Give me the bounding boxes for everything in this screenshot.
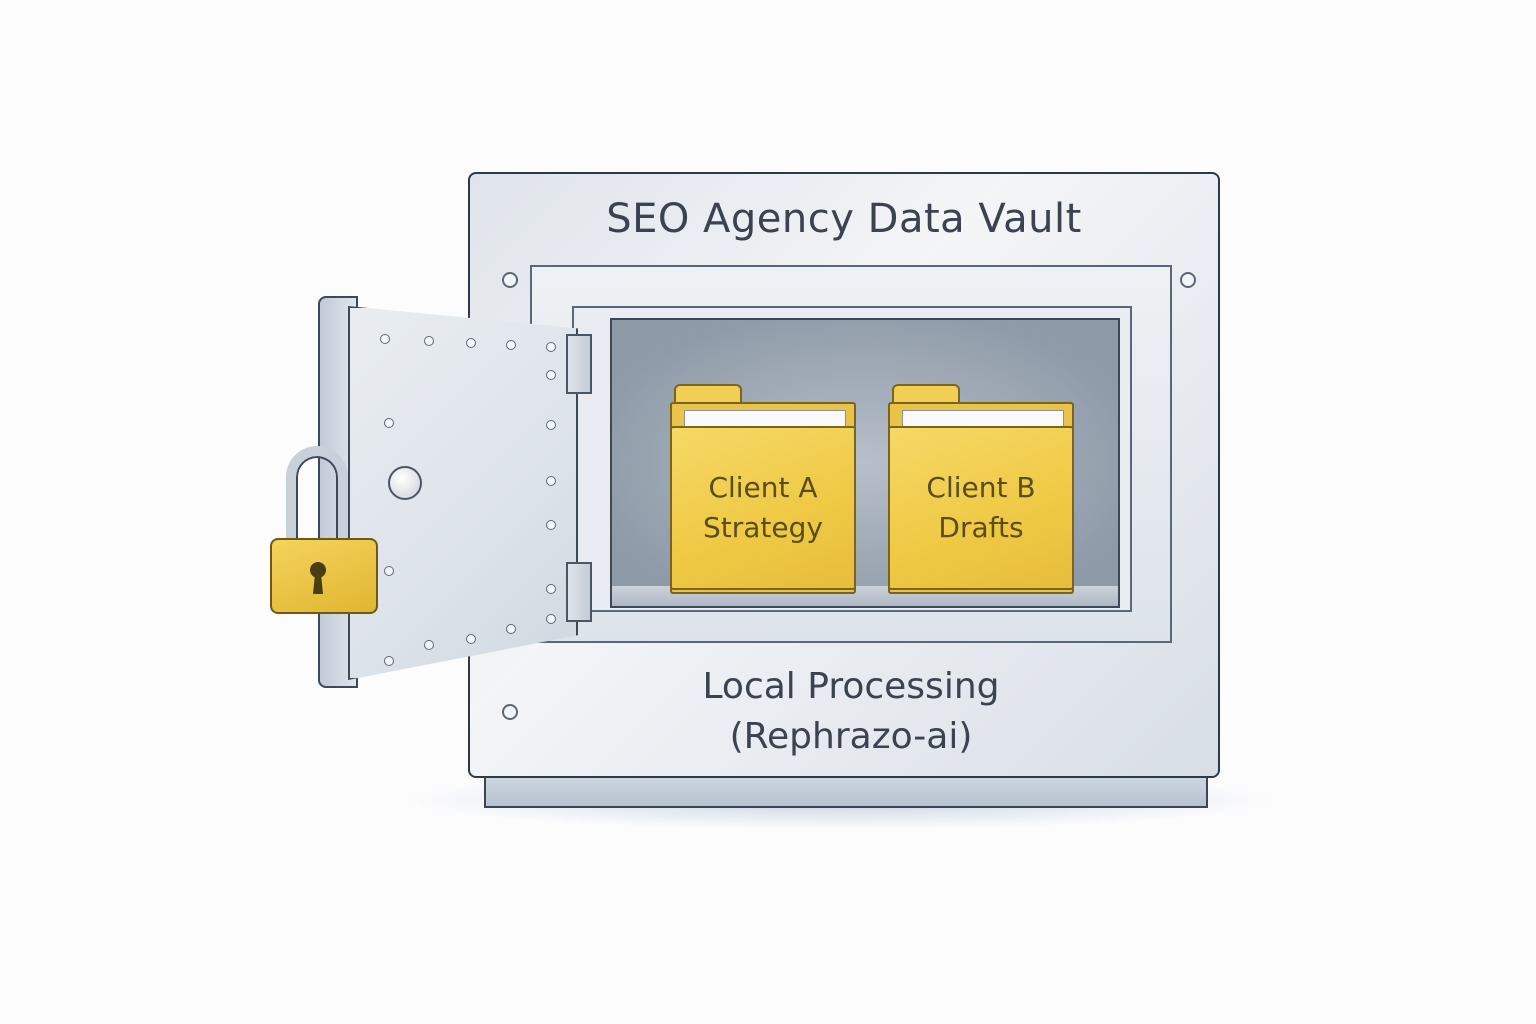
folder-label: Client B xyxy=(926,471,1036,504)
folder-label: Strategy xyxy=(703,511,823,544)
folder-client-b[interactable]: Client B Drafts xyxy=(888,384,1074,594)
padlock-icon[interactable] xyxy=(270,538,378,614)
rivet-icon xyxy=(466,634,476,644)
folder-client-a[interactable]: Client A Strategy xyxy=(670,384,856,594)
rivet-icon xyxy=(546,420,556,430)
rivet-icon xyxy=(384,656,394,666)
hinge-top xyxy=(566,334,592,394)
rivet-icon xyxy=(380,334,390,344)
rivet-icon xyxy=(546,370,556,380)
bolt-icon xyxy=(1180,272,1196,288)
footer-line-1: Local Processing xyxy=(702,666,1000,707)
bolt-icon xyxy=(502,704,518,720)
keyhole-icon xyxy=(310,562,326,578)
folder-label: Client A xyxy=(708,471,818,504)
hinge-bottom xyxy=(566,562,592,622)
vault-footer: Local Processing (Rephrazo-ai) xyxy=(530,662,1172,762)
rivet-icon xyxy=(424,640,434,650)
folder-front: Client B Drafts xyxy=(888,426,1074,590)
rivet-icon xyxy=(384,566,394,576)
folder-front: Client A Strategy xyxy=(670,426,856,590)
keyhole-slot xyxy=(313,574,323,594)
rivet-icon xyxy=(384,418,394,428)
knob-icon[interactable] xyxy=(388,466,422,500)
rivet-icon xyxy=(466,338,476,348)
footer-line-2: (Rephrazo-ai) xyxy=(729,716,973,757)
rivet-icon xyxy=(546,584,556,594)
folder-label: Drafts xyxy=(938,511,1024,544)
rivet-icon xyxy=(546,614,556,624)
bolt-icon xyxy=(502,272,518,288)
vault-title: SEO Agency Data Vault xyxy=(606,196,1082,242)
vault-base xyxy=(484,776,1208,808)
rivet-icon xyxy=(546,342,556,352)
rivet-icon xyxy=(506,624,516,634)
door-panel xyxy=(348,306,578,680)
rivet-icon xyxy=(546,476,556,486)
rivet-icon xyxy=(546,520,556,530)
rivet-icon xyxy=(424,336,434,346)
padlock-shackle xyxy=(286,446,348,556)
vault-door[interactable] xyxy=(318,296,580,688)
rivet-icon xyxy=(506,340,516,350)
